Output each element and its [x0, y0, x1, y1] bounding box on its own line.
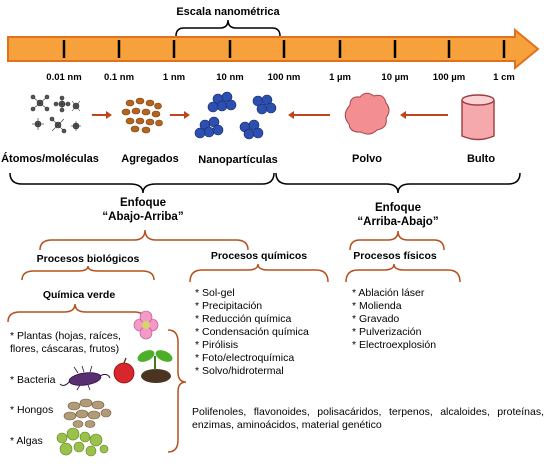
stage-label: Agregados — [121, 153, 178, 165]
list-item: * Gravado — [352, 313, 400, 325]
tick-label: 100 µm — [433, 72, 465, 83]
stage-label: Polvo — [352, 153, 382, 165]
tick-label: 1 µm — [329, 72, 351, 83]
stage-label: Nanopartículas — [198, 154, 277, 166]
scale-title: Escala nanométrica — [176, 6, 280, 18]
list-item: * Electroexplosión — [352, 339, 437, 351]
phys-heading: Procesos físicos — [353, 250, 437, 262]
list-item: * Reducción química — [195, 313, 292, 325]
bacteria-icon — [59, 365, 111, 391]
chem-heading: Procesos químicos — [211, 250, 307, 262]
phys-brace — [345, 263, 461, 283]
algae-icon — [56, 427, 109, 457]
bulk-icon — [461, 94, 495, 141]
apple-icon — [113, 357, 135, 384]
green-heading: Química verde — [43, 289, 116, 301]
nanoparticles-icon — [194, 91, 277, 140]
bio-brace — [21, 265, 155, 281]
list-item: * Solvo/hidrotermal — [195, 365, 284, 377]
list-item: * Pirólisis — [195, 339, 239, 351]
list-item: * Precipitación — [195, 300, 263, 312]
chemical-processes-list: * Sol-gel * Precipitación * Reducción qu… — [195, 287, 309, 378]
nano-scale-brace — [175, 19, 281, 37]
green-plants-text: * Plantas (hojas, raíces, flores, cáscar… — [10, 330, 121, 356]
atoms-molecules-icon — [30, 94, 81, 134]
green-algae-text: * Algas — [10, 435, 43, 447]
biomolecules-text: Polifenoles, flavonoides, polisacáridos,… — [192, 406, 544, 431]
bottom-up-subtitle: “Abajo-Arriba” — [102, 211, 183, 223]
top-down-subtitle: “Arriba-Abajo” — [357, 216, 438, 228]
top-down-brace-small — [349, 230, 445, 251]
tick-label: 10 nm — [216, 72, 243, 83]
fungi-icon — [63, 398, 112, 428]
list-item: * Condensación química — [195, 326, 309, 338]
powder-icon — [344, 92, 390, 135]
chem-brace — [189, 263, 329, 283]
tick-label: 10 µm — [381, 72, 408, 83]
list-item: * Ablación láser — [352, 287, 425, 299]
green-bacteria-text: * Bacteria — [10, 374, 56, 386]
bottom-up-brace — [9, 172, 275, 194]
bio-heading: Procesos biológicos — [37, 253, 140, 265]
biomolecules-bracket — [167, 329, 187, 453]
list-item: * Pulverización — [352, 326, 422, 338]
stage-label: Átomos/moléculas — [1, 152, 99, 165]
green-fungi-text: * Hongos — [10, 404, 54, 416]
aggregates-icon — [121, 97, 163, 134]
top-down-title: Enfoque — [375, 202, 421, 214]
tick-label: 0.01 nm — [46, 72, 81, 83]
list-item: flores, cáscaras, frutos) — [10, 343, 120, 355]
physical-processes-list: * Ablación láser * Molienda * Gravado * … — [352, 287, 436, 352]
list-item: * Sol-gel — [195, 287, 235, 299]
list-item: * Foto/electroquímica — [195, 352, 295, 364]
tick-label: 0.1 nm — [104, 72, 134, 83]
list-item: * Plantas (hojas, raíces, — [10, 330, 121, 342]
tick-label: 1 cm — [493, 72, 515, 83]
stage-label: Bulto — [467, 153, 495, 165]
scale-ticks — [62, 40, 506, 58]
tick-label: 100 nm — [268, 72, 301, 83]
list-item: * Molienda — [352, 300, 402, 312]
scale-arrow — [7, 27, 540, 71]
top-down-brace — [275, 172, 521, 194]
green-brace — [7, 303, 147, 323]
flower-icon — [133, 310, 159, 340]
tick-label: 1 nm — [163, 72, 185, 83]
bottom-up-split-brace — [39, 229, 249, 251]
bottom-up-title: Enfoque — [120, 197, 166, 209]
plant-icon — [137, 350, 173, 383]
